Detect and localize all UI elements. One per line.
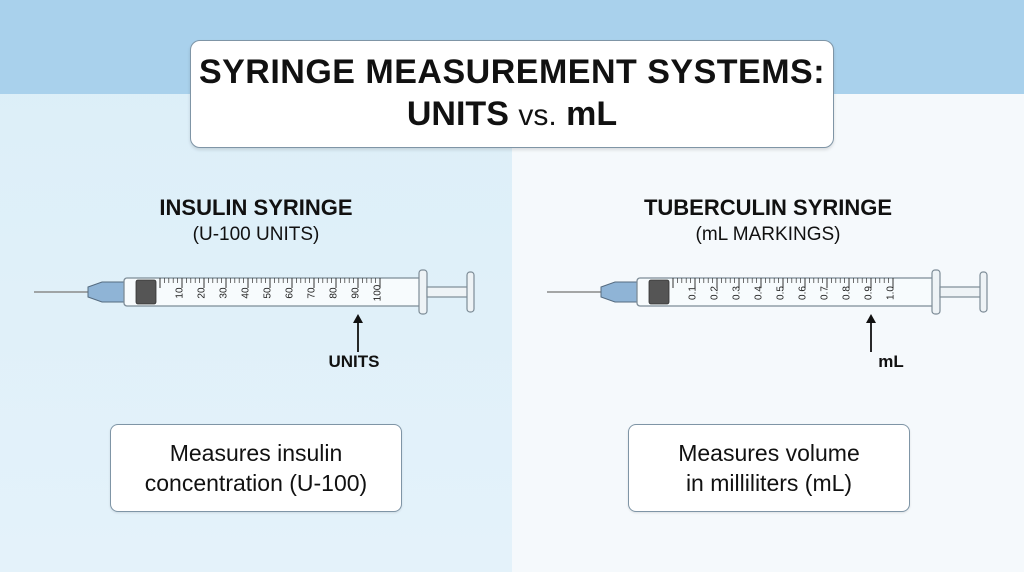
- tuberculin-plunger-tip: [648, 279, 670, 305]
- insulin-scale-label: 10: [175, 287, 186, 299]
- insulin-description-line-2: concentration (U-100): [144, 470, 368, 496]
- insulin-scale-label: 20: [197, 287, 208, 299]
- insulin-syringe-heading: INSULIN SYRINGE: [159, 195, 353, 220]
- insulin-scale-label: 40: [241, 287, 252, 299]
- tuberculin-description-line-2: in milliliters (mL): [685, 470, 853, 496]
- insulin-scale-label: 50: [263, 287, 274, 299]
- units-pointer-label: UNITS: [328, 352, 380, 371]
- insulin-scale-label: 90: [351, 287, 362, 299]
- tuberculin-finger-flange: [931, 269, 941, 315]
- insulin-needle-hub: [87, 281, 125, 303]
- tuberculin-scale-label: 0.4: [754, 286, 765, 300]
- tuberculin-scale-label: 0.9: [864, 286, 875, 300]
- insulin-thumb-press: [466, 271, 475, 313]
- insulin-description-box: Measures insulin concentration (U-100): [110, 424, 402, 512]
- title-box: SYRINGE MEASUREMENT SYSTEMS: UNITS vs. m…: [190, 40, 834, 148]
- title-ml: mL: [566, 95, 618, 133]
- insulin-plunger-tip: [135, 279, 157, 305]
- tuberculin-thumb-press: [979, 271, 988, 313]
- tuberculin-scale-label: 0.3: [732, 286, 743, 300]
- tuberculin-description-line-1: Measures volume: [678, 440, 860, 466]
- insulin-finger-flange: [418, 269, 428, 315]
- insulin-description-line-1: Measures insulin: [169, 440, 343, 466]
- insulin-scale-label: 60: [285, 287, 296, 299]
- insulin-scale-label: 30: [219, 287, 230, 299]
- tuberculin-scale-label: 0.7: [820, 286, 831, 300]
- tuberculin-needle-hub: [600, 281, 638, 303]
- insulin-pointer-arrow-head: [353, 314, 363, 323]
- tuberculin-syringe-illustration: 0.1 0.2 0.3 0.4 0.5 0.6 0.7 0.8 0.9 1.0: [547, 269, 988, 352]
- tuberculin-scale-label: 0.5: [776, 286, 787, 300]
- title-line-2: UNITS vs. mL: [407, 94, 617, 136]
- tuberculin-syringe-subheading: (mL MARKINGS): [695, 224, 841, 245]
- title-line-1: SYRINGE MEASUREMENT SYSTEMS:: [198, 53, 826, 91]
- insulin-scale-label: 100: [373, 284, 384, 301]
- tuberculin-scale-label: 0.8: [842, 286, 853, 300]
- tuberculin-scale-label: 0.1: [688, 286, 699, 300]
- insulin-syringe-illustration: 10 20 30 40 50 60 70 80 90 100: [34, 269, 475, 352]
- tuberculin-scale-label: 0.2: [710, 286, 721, 300]
- tuberculin-syringe-heading: TUBERCULIN SYRINGE: [643, 195, 893, 220]
- tuberculin-plunger-rod: [939, 286, 984, 298]
- title-vs: vs.: [518, 99, 557, 132]
- tuberculin-scale-label: 1.0: [886, 286, 897, 300]
- tuberculin-scale-label: 0.6: [798, 286, 809, 300]
- insulin-syringe-subheading: (U-100 UNITS): [192, 224, 320, 245]
- insulin-scale-label: 70: [307, 287, 318, 299]
- insulin-scale-label: 80: [329, 287, 340, 299]
- title-units: UNITS: [406, 95, 509, 133]
- tuberculin-pointer-arrow-head: [866, 314, 876, 323]
- ml-pointer-label: mL: [878, 352, 904, 371]
- tuberculin-description-box: Measures volume in milliliters (mL): [628, 424, 910, 512]
- insulin-plunger-rod: [426, 286, 471, 298]
